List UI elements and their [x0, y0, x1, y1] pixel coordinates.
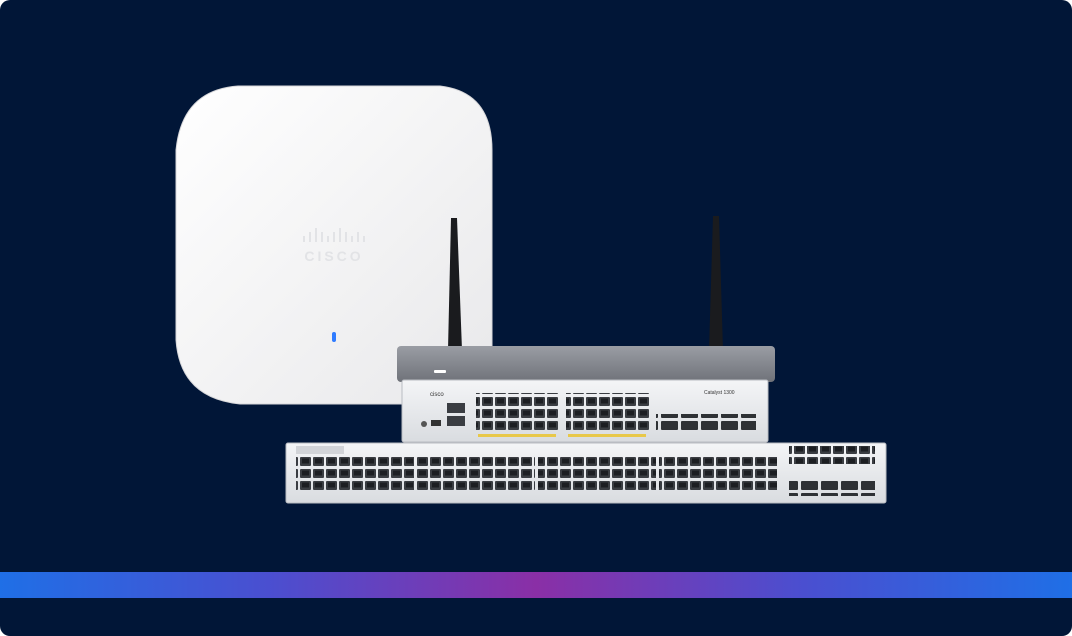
router-icon	[397, 216, 775, 382]
cisco-wordmark: CISCO	[304, 248, 363, 264]
cisco-logo	[303, 228, 365, 242]
accent-gradient-bar	[0, 572, 1072, 598]
svg-text:Catalyst 1300: Catalyst 1300	[704, 390, 735, 396]
network-switch-icon	[285, 442, 887, 504]
status-led	[332, 332, 336, 342]
svg-text:cisco: cisco	[430, 392, 444, 398]
network-switch-icon: cisco Catalyst 1300	[401, 379, 769, 443]
